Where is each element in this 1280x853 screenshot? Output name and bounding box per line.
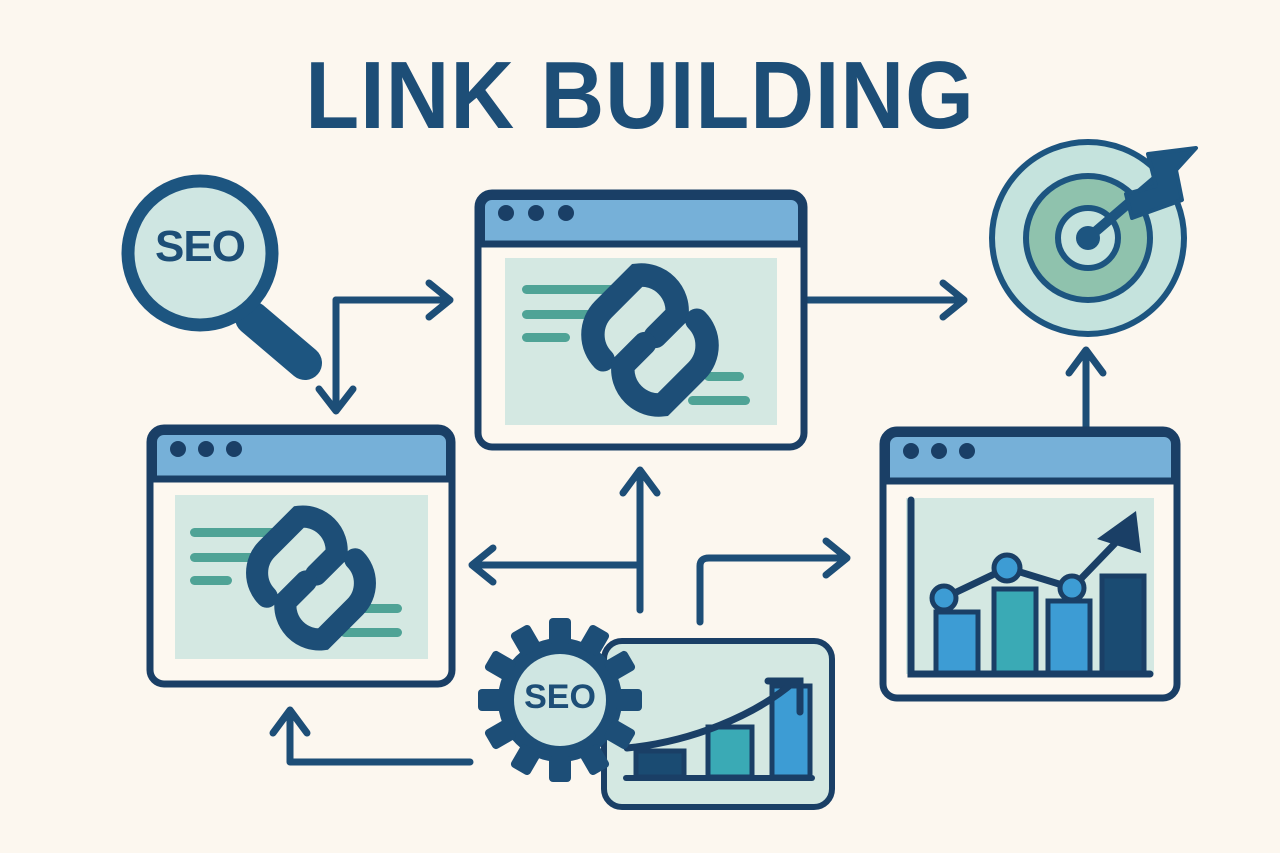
window-title-bar (150, 428, 453, 483)
left-browser-window[interactable] (146, 424, 456, 688)
magnifier-handle (235, 301, 322, 380)
window-dots (903, 443, 975, 459)
target-dart (1076, 146, 1198, 250)
data-point-1 (929, 583, 959, 613)
window-dots (498, 205, 574, 221)
content-text-lines (522, 285, 750, 405)
page-title: LINK BUILDING (305, 42, 975, 149)
chart-data-points (929, 552, 1087, 613)
connector-chart-window-to-target (1065, 346, 1107, 434)
connector-gear-to-left-window (269, 706, 474, 766)
chart-trend-arrow (1097, 511, 1141, 553)
data-point-2 (991, 552, 1023, 584)
seo-magnifier-icon[interactable] (121, 174, 322, 380)
bar-2 (705, 724, 755, 780)
window-title-bar (883, 430, 1178, 485)
bar-4 (1099, 573, 1147, 677)
connector-seo-to-top-window (332, 279, 454, 321)
connector-hub-to-left-window (468, 544, 644, 586)
bar-1 (933, 609, 981, 677)
seo-gear-growth-card[interactable] (478, 618, 835, 810)
target-icon[interactable] (989, 139, 1198, 337)
chart-bars (933, 573, 1147, 677)
bar-1 (633, 748, 687, 780)
seo-gear-label: SEO (524, 678, 596, 716)
bar-2 (991, 586, 1039, 677)
connectors (269, 279, 1107, 766)
seo-magnifier-label: SEO (155, 222, 246, 271)
connector-top-window-to-target (804, 279, 968, 321)
chart-trend-line (942, 530, 1128, 602)
window-dots (170, 441, 242, 457)
connector-seo-to-left-window (315, 296, 357, 415)
top-browser-window[interactable] (474, 189, 808, 451)
data-point-3 (1057, 573, 1087, 603)
magnifier-lens (121, 174, 279, 332)
window-title-bar (478, 193, 805, 248)
chart-axes (907, 496, 1154, 678)
bar-3 (769, 683, 813, 780)
bar-3 (1045, 598, 1093, 677)
chart-browser-window[interactable] (879, 426, 1181, 702)
connector-hub-to-chart-window (696, 537, 851, 626)
growth-card-curve (623, 677, 804, 752)
connector-hub-to-top-window (619, 466, 661, 614)
